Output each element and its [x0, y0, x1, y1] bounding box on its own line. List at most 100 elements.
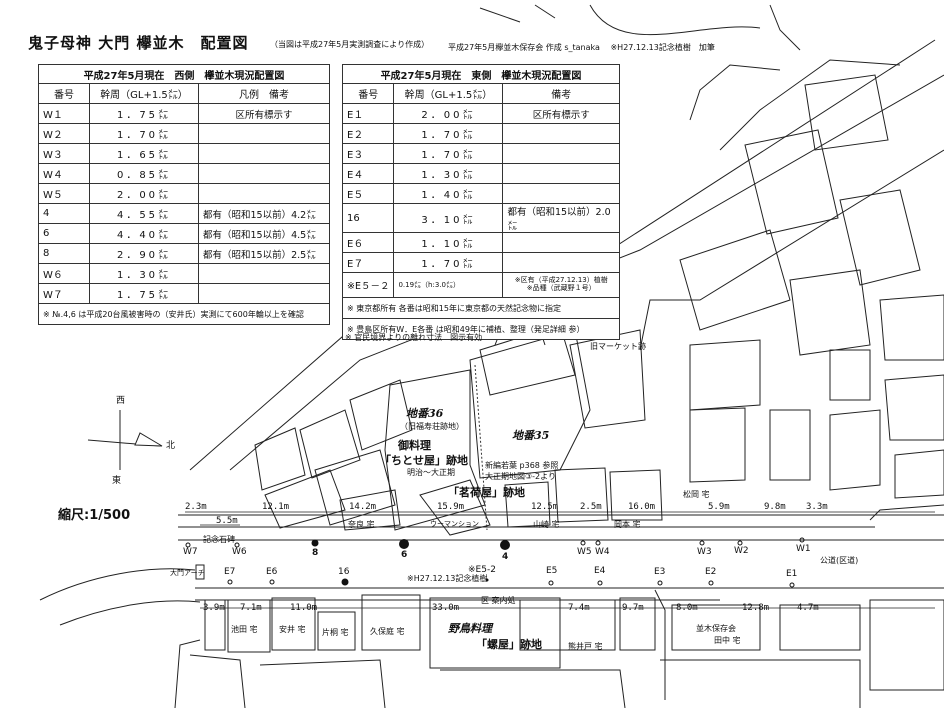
building-outline — [349, 379, 413, 451]
road-line — [39, 568, 196, 601]
building-outline — [271, 597, 316, 651]
cell-girth: 1．75㍍ — [89, 283, 199, 304]
tree-label-w3: W3 — [697, 547, 712, 557]
building-outline — [879, 294, 944, 361]
building-outline — [619, 597, 656, 651]
label-okamoto: 岡本 宅 — [614, 520, 641, 529]
label-shinpen: 新編若葉 p368 参照 — [485, 461, 559, 470]
cell-note — [502, 123, 620, 144]
cell-girth: 1．30㍍ — [393, 163, 504, 184]
building-outline — [744, 129, 839, 235]
label-lot35: 地番35 — [512, 429, 550, 442]
compass-east-label: 東 — [112, 476, 122, 486]
building-outline — [789, 269, 871, 356]
dim-n5: 15.9m — [437, 502, 465, 512]
cell-no: E２ — [341, 123, 395, 144]
cell-girth: 1．70㍍ — [89, 123, 199, 144]
tree-label-w7: W7 — [183, 547, 198, 557]
tree-w1-dot — [799, 537, 805, 543]
cell-girth: 1．75㍍ — [89, 103, 199, 124]
building-outline — [609, 469, 663, 521]
tree-e4-dot — [597, 580, 603, 586]
label-taisho-map: 大正期地図③-2より — [485, 472, 556, 481]
cell-note: 都有（昭和15以前）2.0㍍ — [502, 203, 620, 233]
label-old-market: 旧マーケット跡 — [590, 342, 646, 351]
label-tanaka: 田中 宅 — [714, 636, 741, 645]
dim-n1: 2.3m — [185, 502, 207, 512]
tree-label-e1: E1 — [786, 569, 798, 579]
label-kubota: 久保庭 宅 — [370, 627, 405, 636]
dim-s8: 12.8m — [742, 603, 770, 613]
building-outline — [894, 449, 944, 499]
building-outline — [504, 481, 551, 528]
label-lot36-sub: （旧福寿荘跡地） — [400, 422, 464, 431]
cell-note: 区所有標示す — [198, 103, 330, 124]
cell-no: E４ — [341, 163, 395, 184]
east-note-2: ※ 豊島区所有W．E各番 は昭和49年に補植、整理（発足詳細 参） — [342, 318, 620, 340]
extra-no: ※E５－２ — [341, 272, 395, 298]
building-outline — [519, 599, 616, 651]
author-note: 平成27年5月欅並木保存会 作成 s_tanaka ※H27.12.13記念植樹… — [448, 43, 715, 52]
building-outline — [259, 659, 386, 708]
building-outline — [671, 604, 761, 651]
dim-n9: 5.9m — [708, 502, 730, 512]
cell-note: 区所有標示す — [502, 103, 620, 124]
cell-note — [198, 143, 330, 164]
building-outline — [361, 594, 421, 651]
boundary-line — [589, 4, 761, 36]
label-kinen-hi: 記念石碑 — [203, 535, 235, 544]
cell-note — [198, 283, 330, 304]
tree-w2-dot — [737, 540, 743, 546]
west-tree-table: 平成27年5月現在 西側 欅並木現況配置図 番号 幹周（GL+1.5㍍） 凡例 … — [38, 64, 330, 325]
cell-girth: 1．40㍍ — [393, 183, 504, 204]
building-outline — [679, 229, 791, 331]
tree-label-w2: W2 — [734, 546, 749, 556]
building-outline — [689, 339, 761, 411]
building-outline — [204, 599, 226, 651]
road-line — [639, 149, 944, 351]
daimon-arch-mark — [195, 564, 205, 580]
west-table-caption: 平成27年5月現在 西側 欅並木現況配置図 — [38, 64, 330, 84]
cell-no: 4 — [38, 203, 90, 224]
compass-north-label: 北 — [166, 441, 176, 451]
cell-no: W１ — [38, 103, 90, 124]
building-outline — [869, 599, 944, 691]
tree-e3-dot — [657, 580, 663, 586]
road-line — [59, 600, 201, 626]
label-chitoseya: 「ちとせ屋」跡地 — [380, 454, 468, 467]
label-kataoka: 片桐 宅 — [322, 628, 349, 637]
cell-no: E１ — [341, 103, 395, 124]
tree-16-dot — [341, 578, 349, 586]
dim-n4: 14.2m — [349, 502, 377, 512]
label-namiki-hozonkai: 並木保存会 — [696, 624, 736, 633]
cell-girth: 4．40㍍ — [89, 223, 199, 244]
east-note-3: ※ 官民境界よりの離れ寸法 図示有効 — [345, 333, 483, 342]
building-outline — [554, 467, 609, 523]
building-outline — [264, 469, 346, 529]
cell-note: 都有（昭和15以前）4.2㍍ — [198, 203, 330, 224]
tree-w5-dot — [580, 540, 586, 546]
building-outline — [429, 597, 561, 669]
building-outline — [314, 449, 396, 526]
cell-girth: 4．55㍍ — [89, 203, 199, 224]
boundary-line — [534, 4, 556, 19]
tree-8-dot — [311, 539, 319, 547]
label-public-road: 公道(区道) — [820, 556, 859, 565]
dim-s1: 3.9m — [203, 603, 225, 613]
tree-w3-dot — [699, 540, 705, 546]
extra-note-1: ※区有（平成27.12.13）植樹 — [514, 276, 608, 285]
cell-note — [198, 263, 330, 284]
boundary-line — [479, 7, 521, 23]
page-title: 鬼子母神 大門 欅並木 配置図 — [28, 34, 249, 52]
cell-no: W６ — [38, 263, 90, 284]
tree-w4-dot — [595, 540, 601, 546]
